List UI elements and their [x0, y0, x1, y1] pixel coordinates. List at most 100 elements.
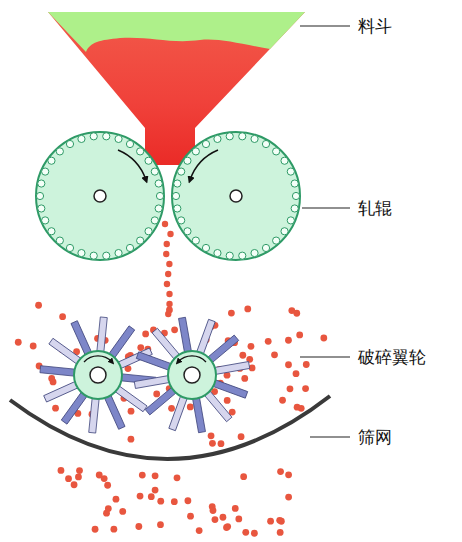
particle — [128, 408, 135, 415]
roller-tooth — [103, 252, 110, 259]
particle — [240, 473, 247, 480]
particle — [96, 472, 103, 479]
impeller-blade — [108, 326, 135, 359]
particle — [162, 221, 168, 227]
particle — [267, 518, 274, 525]
leader-lines — [300, 26, 350, 437]
impeller-blade — [192, 396, 205, 433]
roller-tooth — [151, 217, 158, 224]
particle — [224, 397, 231, 404]
particle — [239, 352, 246, 359]
roller-tooth — [36, 192, 43, 199]
particle — [92, 526, 99, 533]
particle — [157, 521, 164, 528]
particle — [208, 432, 215, 439]
particle — [294, 404, 301, 411]
roller-tooth — [56, 237, 63, 244]
particle — [196, 527, 203, 534]
roller-tooth — [239, 133, 246, 140]
particle — [166, 261, 172, 267]
particle — [287, 385, 294, 392]
roller-tooth — [90, 252, 97, 259]
particle — [288, 307, 295, 314]
particle — [244, 306, 251, 313]
roller-tooth — [115, 249, 122, 256]
roller-tooth — [126, 140, 133, 147]
particle — [171, 326, 178, 333]
roller-tooth — [48, 228, 55, 235]
roller-tooth — [151, 168, 158, 175]
particle — [248, 343, 255, 350]
particle — [104, 482, 111, 489]
particle — [167, 231, 173, 237]
impeller-blade — [40, 366, 77, 377]
particle — [65, 475, 72, 482]
hopper-top — [48, 12, 305, 52]
roller-tooth — [115, 135, 122, 142]
roller-tooth — [42, 217, 49, 224]
particle — [235, 515, 242, 522]
impeller-blade — [71, 321, 92, 357]
particle — [148, 493, 155, 500]
roller-tooth — [137, 237, 144, 244]
part-label: 轧辊 — [358, 198, 392, 218]
roller-tooth — [48, 157, 55, 164]
particle — [209, 440, 216, 447]
roller-tooth — [103, 133, 110, 140]
part-label: 料斗 — [358, 16, 392, 36]
screen-mesh — [10, 396, 330, 459]
roller-tooth — [262, 140, 269, 147]
impeller-blade — [114, 385, 147, 412]
particle — [220, 514, 227, 521]
roller-tooth — [137, 148, 144, 155]
roller-tooth — [66, 244, 73, 251]
roller-tooth — [251, 135, 258, 142]
particle — [164, 241, 170, 247]
impeller-blade — [211, 379, 247, 398]
particle — [165, 271, 171, 277]
particle — [251, 530, 258, 537]
particle — [59, 313, 66, 320]
particle — [241, 375, 248, 382]
particle — [168, 405, 175, 412]
particle — [75, 474, 82, 481]
impeller-blade — [169, 394, 188, 430]
particles — [15, 221, 327, 537]
particle — [296, 332, 303, 339]
roller-tooth — [156, 192, 163, 199]
roller-tooth — [281, 157, 288, 164]
particle — [303, 361, 310, 368]
roller-tooth — [174, 205, 181, 212]
particle — [242, 529, 249, 536]
particle — [265, 338, 272, 345]
part-label: 破碎翼轮 — [358, 347, 426, 367]
particle — [157, 498, 164, 505]
particle — [153, 391, 160, 398]
particle — [171, 498, 178, 505]
impeller-hubs — [74, 351, 216, 399]
roller-tooth — [239, 252, 246, 259]
particle — [276, 517, 283, 524]
impeller-blade — [136, 352, 172, 371]
roller-tooth — [184, 157, 191, 164]
roller-tooth — [178, 217, 185, 224]
particle — [71, 481, 78, 488]
particle — [187, 404, 194, 411]
particle — [164, 281, 170, 287]
particle — [58, 467, 65, 474]
roller-tooth — [281, 228, 288, 235]
particle — [218, 440, 225, 447]
impeller-blade — [104, 394, 125, 430]
particle — [187, 513, 194, 520]
particle — [320, 335, 327, 342]
roller-tooth — [145, 157, 152, 164]
particle — [271, 351, 278, 358]
roller-tooth — [38, 205, 45, 212]
particle — [228, 310, 235, 317]
particle — [277, 468, 284, 475]
roller-tooth — [66, 140, 73, 147]
impeller-blades — [40, 317, 250, 433]
particle — [185, 497, 192, 504]
particle — [48, 375, 55, 382]
